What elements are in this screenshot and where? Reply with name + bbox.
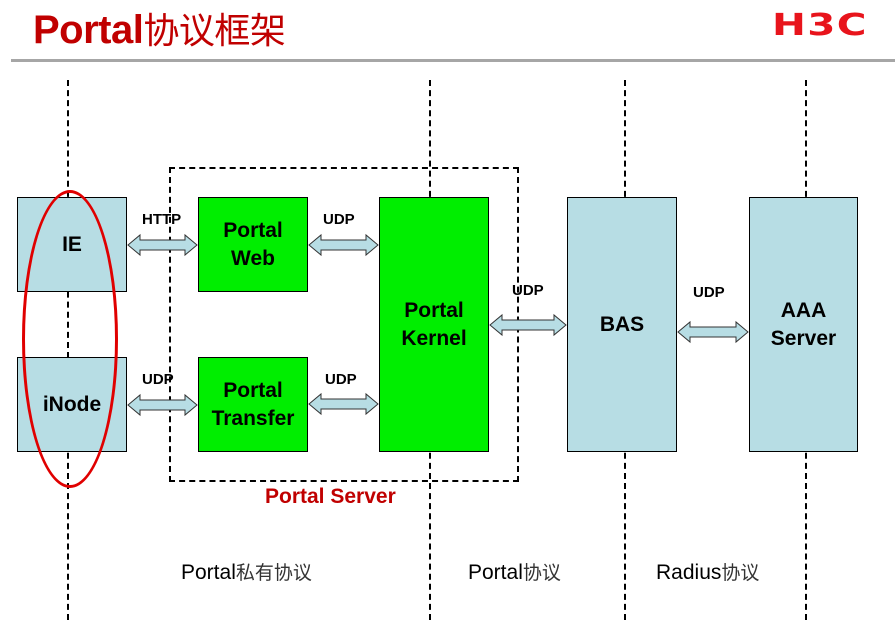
- label-line: Web: [231, 246, 275, 270]
- label-line: AAA: [780, 298, 827, 322]
- link-label-web-kernel-udp: UDP: [323, 211, 355, 228]
- double-arrow-inode-transfer: [127, 393, 198, 417]
- zone-label-latin: Portal: [468, 561, 523, 584]
- double-arrow-transfer-kernel: [308, 392, 379, 416]
- node-aaa-server-label: AAA Server: [771, 297, 836, 353]
- label-line: Portal: [223, 378, 283, 402]
- link-label-http: HTTP: [142, 211, 182, 228]
- zone-label-cn: 协议: [721, 562, 760, 584]
- node-bas: BAS: [567, 197, 677, 452]
- title-divider: [11, 59, 895, 62]
- node-bas-label: BAS: [599, 312, 645, 336]
- double-arrow-kernel-bas: [489, 313, 567, 337]
- label-line: Kernel: [401, 326, 467, 350]
- zone-label-cn: 协议: [522, 562, 561, 584]
- zone-label-cn: 私有协议: [235, 562, 312, 584]
- double-arrow-ie-web: [127, 233, 198, 257]
- double-arrow-bas-aaa: [677, 320, 749, 344]
- zone-label-portal-protocol: Portal协议: [468, 558, 561, 585]
- double-arrow-web-kernel: [308, 233, 379, 257]
- link-label-inode-udp: UDP: [142, 371, 174, 388]
- h3c-logo: H3C: [772, 8, 868, 43]
- page-title: Portal协议框架: [33, 6, 286, 56]
- link-label-kernel-bas-udp: UDP: [512, 282, 544, 299]
- label-line: Portal: [223, 218, 283, 242]
- portal-server-label: Portal Server: [265, 485, 396, 508]
- label-line: Transfer: [211, 406, 295, 430]
- link-label-bas-aaa-udp: UDP: [693, 284, 725, 301]
- zone-label-latin: Portal: [181, 561, 236, 584]
- title-latin: Portal: [33, 8, 144, 52]
- title-cn: 协议框架: [143, 11, 286, 52]
- client-highlight-ellipse: [22, 190, 118, 488]
- link-label-transfer-kernel-udp: UDP: [325, 371, 357, 388]
- node-aaa-server: AAA Server: [749, 197, 858, 452]
- zone-label-radius-protocol: Radius协议: [656, 558, 759, 585]
- zone-label-latin: Radius: [656, 561, 722, 584]
- label-line: Portal: [404, 298, 464, 322]
- zone-label-private-protocol: Portal私有协议: [181, 558, 312, 585]
- label-line: Server: [770, 326, 837, 350]
